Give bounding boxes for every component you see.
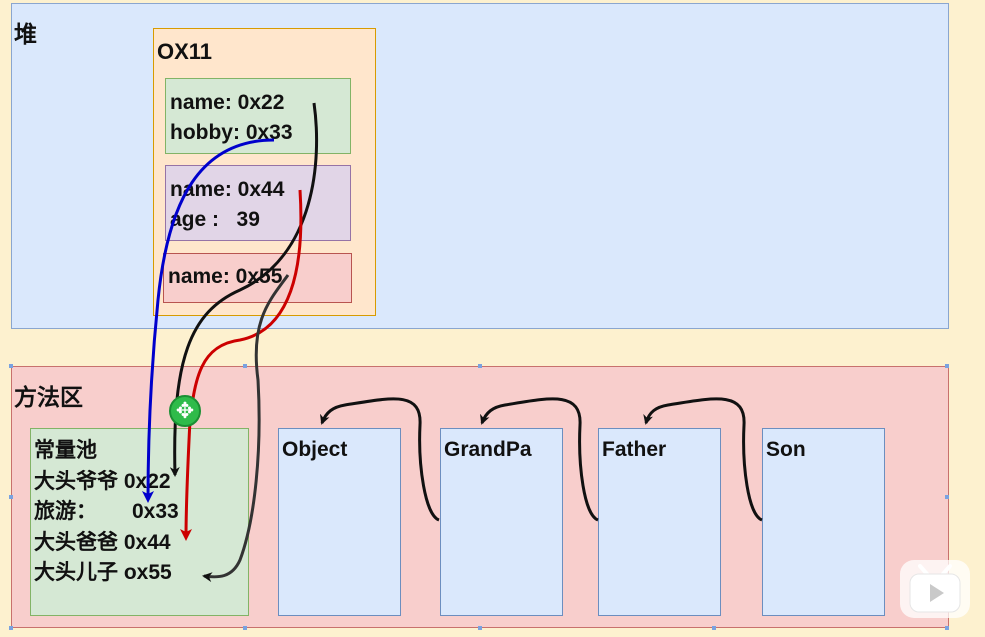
class-object-label: Object: [282, 438, 348, 461]
bilibili-tv-glyph: [909, 564, 961, 613]
selection-handle[interactable]: [945, 495, 949, 499]
son-name-field: name: 0x22: [170, 91, 285, 114]
arrow-grandpa-to-object: [320, 397, 440, 522]
class-father: Father: [598, 428, 721, 616]
arrow-son-to-father: [643, 397, 763, 522]
class-object: Object: [278, 428, 401, 616]
selection-handle[interactable]: [945, 626, 949, 630]
class-father-label: Father: [602, 438, 667, 461]
class-grandpa: GrandPa: [440, 428, 563, 616]
selection-handle[interactable]: [945, 364, 949, 368]
arrow-father-to-grandpa: [480, 397, 599, 522]
selection-handle[interactable]: [712, 626, 716, 630]
selection-handle[interactable]: [9, 364, 13, 368]
selection-handle[interactable]: [478, 626, 482, 630]
father-name-field: name: 0x44: [170, 178, 285, 201]
move-cursor-icon[interactable]: ✥: [169, 395, 201, 427]
class-son: Son: [762, 428, 885, 616]
class-son-label: Son: [766, 438, 806, 461]
constant-pool: 常量池 大头爷爷 0x22 旅游： 0x33 大头爸爸 0x44 大头儿子 ox…: [30, 428, 249, 616]
selection-handle[interactable]: [478, 364, 482, 368]
selection-handle[interactable]: [243, 364, 247, 368]
selection-handle[interactable]: [9, 626, 13, 630]
arrow-grandpa-name-to-pool: [202, 274, 290, 583]
arrow-hobby-to-pool: [142, 138, 275, 503]
selection-handle[interactable]: [9, 495, 13, 499]
method-area-label: 方法区: [14, 384, 83, 410]
constant-pool-title: 常量池: [34, 439, 97, 462]
class-grandpa-label: GrandPa: [444, 438, 532, 461]
arrow-son-name-to-pool: [169, 102, 319, 477]
arrow-father-name-to-pool: [180, 189, 303, 541]
bilibili-tv-icon: [900, 560, 970, 618]
selection-handle[interactable]: [243, 626, 247, 630]
son-hobby-field: hobby: 0x33: [170, 121, 293, 144]
grandpa-fields-box: name: 0x55: [163, 253, 352, 303]
heap-label: 堆: [14, 21, 37, 47]
pool-row-father: 大头爸爸 0x44: [34, 530, 171, 554]
pool-row-son: 大头儿子 ox55: [34, 561, 172, 584]
father-age-field: age : 39: [170, 208, 260, 231]
son-fields-box: name: 0x22 hobby: 0x33: [165, 78, 351, 154]
pool-row-travel: 旅游： 0x33: [34, 500, 179, 523]
object-title: OX11: [157, 39, 213, 64]
